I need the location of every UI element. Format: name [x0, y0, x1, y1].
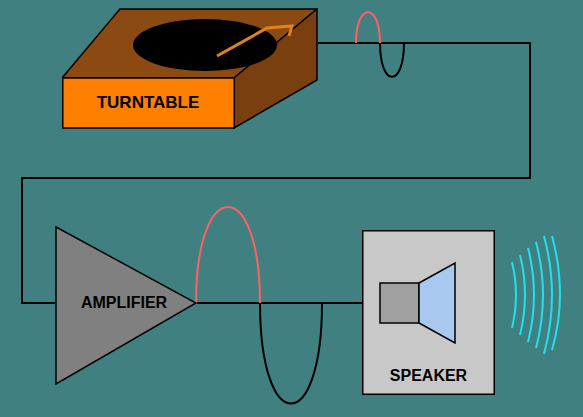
input-signal-wave [356, 12, 404, 77]
speaker: SPEAKER [362, 230, 495, 395]
record-disc [133, 19, 277, 71]
amplifier-triangle [56, 227, 196, 384]
turntable: TURNTABLE [62, 8, 318, 129]
tone-arm [217, 26, 292, 56]
speaker-box [363, 231, 495, 395]
amplifier: AMPLIFIER [55, 226, 197, 385]
node-label: AMPLIFIER [59, 290, 189, 316]
turntable-front [63, 78, 235, 128]
amplified-signal-wave [196, 207, 322, 404]
sound-waves [512, 236, 560, 354]
node-label: TURNTABLE [62, 78, 234, 128]
speaker-magnet [380, 283, 419, 323]
signal-wire [197, 302, 362, 304]
speaker-cone [419, 263, 455, 343]
node-label: SPEAKER [362, 362, 495, 390]
